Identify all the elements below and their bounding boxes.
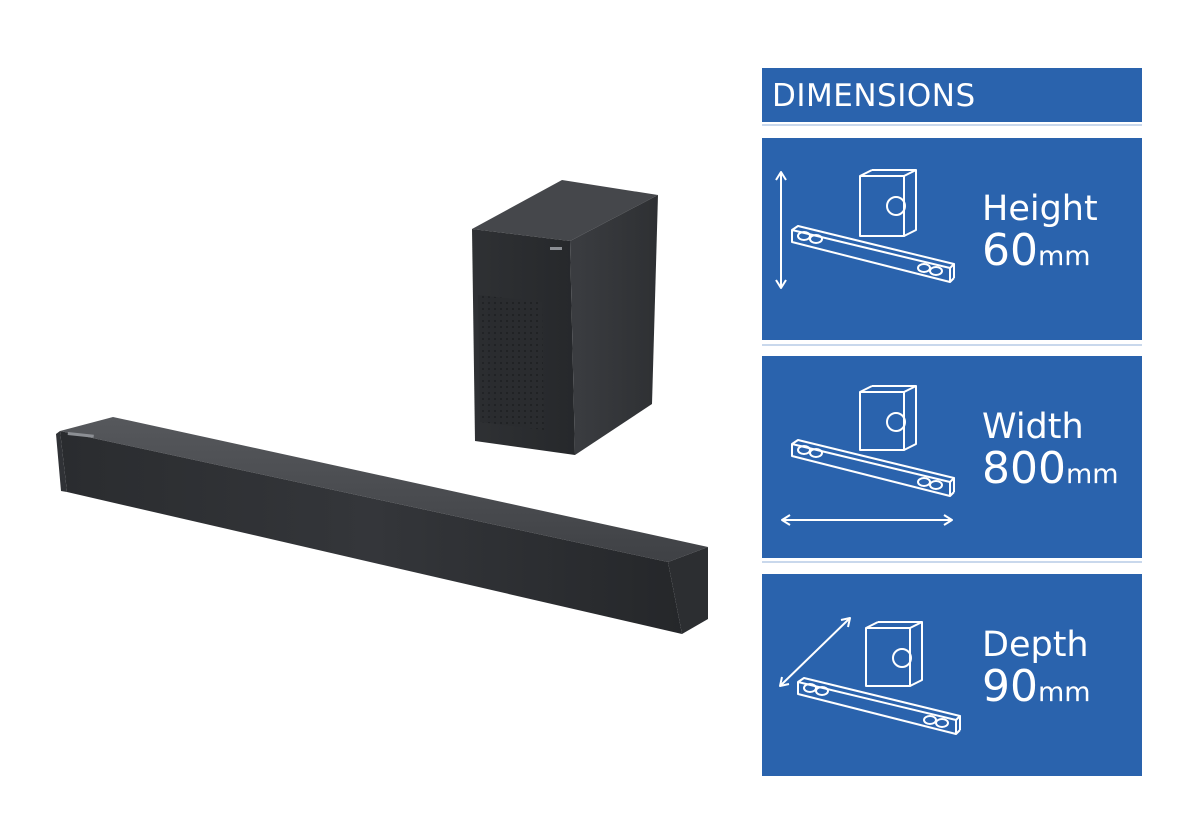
width-unit: mm bbox=[1065, 459, 1119, 490]
dimensions-title: DIMENSIONS bbox=[762, 68, 1142, 122]
width-label: Width bbox=[982, 407, 1084, 447]
product-image bbox=[56, 180, 708, 634]
depth-label: Depth bbox=[982, 625, 1089, 665]
height-text: Height 60mm bbox=[982, 190, 1098, 283]
width-text: Width 800mm bbox=[982, 408, 1119, 501]
width-card: Width 800mm bbox=[762, 356, 1142, 558]
depth-value: 90 bbox=[982, 661, 1038, 712]
depth-card: Depth 90mm bbox=[762, 574, 1142, 776]
height-value: 60 bbox=[982, 225, 1038, 276]
height-arrow-icon bbox=[775, 169, 955, 289]
depth-measurement: 90mm bbox=[982, 664, 1091, 719]
width-arrow-icon bbox=[781, 385, 955, 526]
subwoofer bbox=[472, 180, 658, 455]
width-value: 800 bbox=[982, 443, 1066, 494]
soundbar-subwoofer-illustration bbox=[56, 180, 708, 634]
height-card: Height 60mm bbox=[762, 138, 1142, 340]
divider bbox=[762, 124, 1142, 126]
height-label: Height bbox=[982, 189, 1098, 229]
divider bbox=[762, 561, 1142, 563]
depth-unit: mm bbox=[1038, 677, 1091, 708]
divider bbox=[762, 344, 1142, 346]
height-unit: mm bbox=[1038, 241, 1091, 272]
soundbar bbox=[56, 417, 708, 634]
depth-arrow-icon bbox=[779, 617, 961, 735]
height-measurement: 60mm bbox=[982, 228, 1098, 283]
width-measurement: 800mm bbox=[982, 446, 1119, 501]
depth-text: Depth 90mm bbox=[982, 626, 1091, 719]
